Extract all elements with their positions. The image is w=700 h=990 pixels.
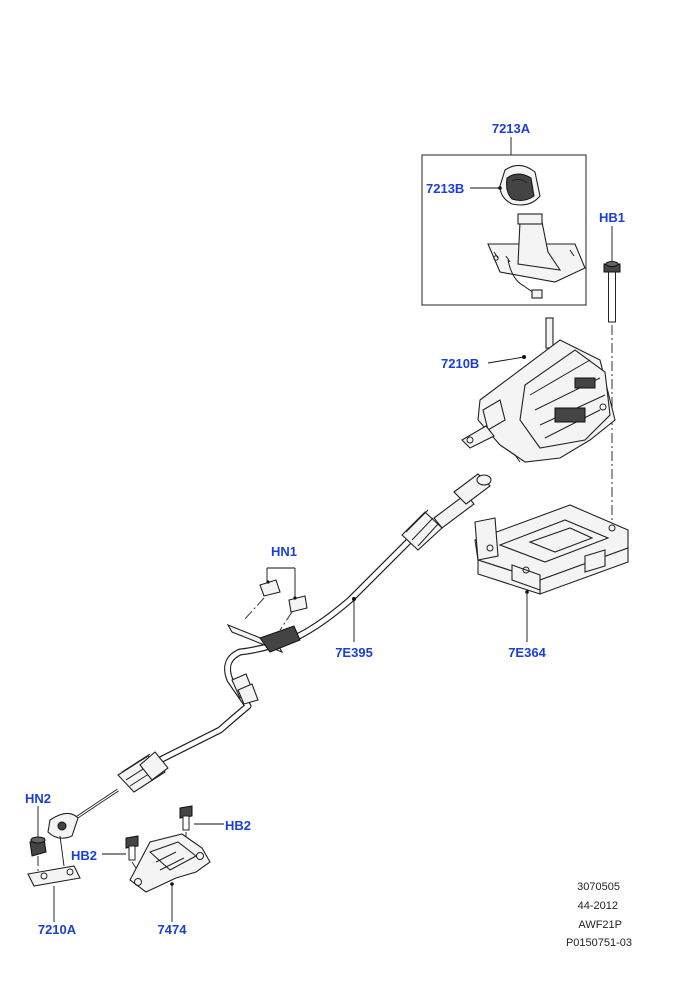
nut-hn2-part	[29, 806, 47, 872]
label-7e364: 7E364	[508, 645, 546, 660]
knob-assembly-frame	[421, 154, 587, 306]
lever-7210a-part	[27, 835, 81, 887]
label-hb1: HB1	[599, 210, 625, 225]
reference-line-4: P0150751-03	[566, 937, 632, 949]
reference-block: 3070505 44-2012 AWF21P P0150751-03	[566, 881, 632, 949]
bolt-hb2-left-part	[102, 835, 141, 875]
clips-hn1-part	[243, 567, 308, 631]
mount-7474-part	[129, 833, 211, 893]
label-7e395: 7E395	[335, 645, 373, 660]
gear-knob-part	[499, 164, 541, 206]
label-7210a: 7210A	[38, 922, 77, 937]
label-hb2-right: HB2	[225, 818, 251, 833]
reference-line-2: 44-2012	[578, 900, 618, 912]
knob-assembly-group	[421, 137, 587, 306]
selector-housing-part	[461, 317, 616, 463]
reference-line-1: 3070505	[577, 881, 620, 893]
shift-cable-part	[47, 473, 492, 839]
bolt-hb1-part	[603, 226, 621, 520]
shift-boot-part	[487, 213, 586, 299]
label-7474: 7474	[158, 922, 188, 937]
label-hn1: HN1	[271, 544, 297, 559]
mounting-bracket-part	[474, 504, 629, 595]
label-7213b: 7213B	[426, 181, 464, 196]
label-7213a: 7213A	[492, 121, 531, 136]
label-hb2-left: HB2	[71, 848, 97, 863]
label-hn2: HN2	[25, 791, 51, 806]
reference-line-3: AWF21P	[578, 919, 622, 931]
label-7210b: 7210B	[441, 356, 479, 371]
